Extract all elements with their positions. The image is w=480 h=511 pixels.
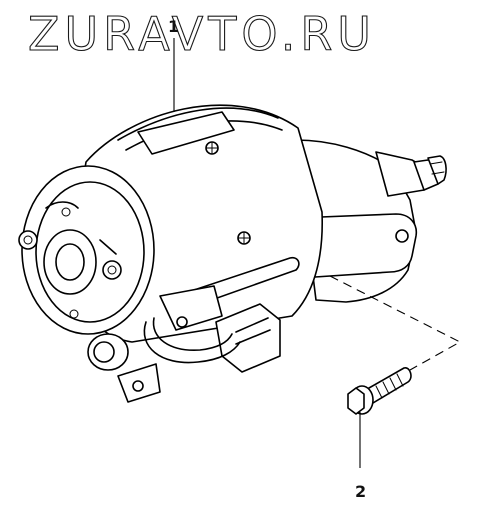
end-cap-rim [35, 181, 145, 323]
bolt-thread [375, 385, 383, 399]
foot-screw [132, 380, 144, 392]
end-cap-rib [45, 201, 79, 209]
end-cap-screw [61, 207, 71, 217]
watermark-text: ZURAVTO.RU [28, 7, 376, 61]
connector-edge [235, 329, 271, 345]
end-cap-rib [99, 239, 117, 255]
bolt-thread [382, 381, 390, 395]
yoke-label-plate [137, 111, 235, 155]
end-cap-screw [69, 309, 79, 319]
bracket-screw [176, 316, 188, 328]
connector-edge [235, 317, 269, 333]
nut-edge [429, 161, 443, 165]
flange-bolt-hole [395, 229, 409, 243]
callout-1-label: 1 [168, 17, 179, 36]
mounting-foot [117, 363, 161, 403]
yoke-screw [237, 231, 251, 245]
solenoid-bracket [159, 285, 223, 331]
through-bolt-head [102, 260, 122, 280]
starter-motor-illustration[interactable] [18, 104, 447, 403]
bearing-boss [43, 229, 97, 295]
terminal-wire [143, 321, 241, 364]
bearing-center [55, 243, 85, 281]
yoke-screw [205, 141, 219, 155]
flange-bolt-illustration[interactable] [347, 367, 412, 415]
terminal-stud [87, 333, 129, 371]
terminal-stud-face [93, 341, 115, 363]
bolt-thread [396, 373, 404, 387]
through-bolt-head [18, 230, 38, 250]
installation-axis [329, 275, 462, 371]
nut-edge [431, 171, 445, 175]
shaft-nut [427, 155, 447, 185]
yoke-seam [117, 107, 279, 141]
callout-2-label: 2 [355, 482, 366, 501]
mounting-flange [295, 213, 418, 279]
terminal-wire [152, 317, 233, 351]
bolt-hex-head [347, 387, 365, 415]
bolt-thread [389, 377, 397, 391]
